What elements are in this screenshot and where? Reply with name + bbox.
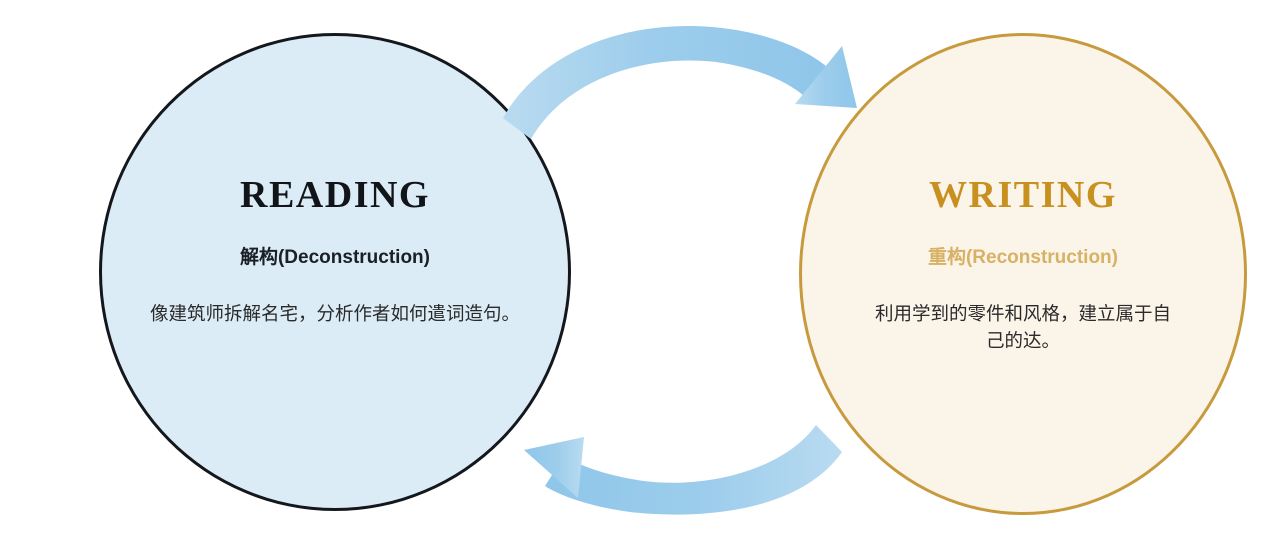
arrow-reading-to-writing-icon bbox=[503, 25, 857, 139]
node-reading-body: 像建筑师拆解名宅，分析作者如何遣词造句。 bbox=[149, 303, 520, 324]
arrow-writing-to-reading-icon bbox=[524, 425, 842, 515]
node-reading[interactable]: READING 解构(Deconstruction) 像建筑师拆解名宅，分析作者… bbox=[99, 33, 571, 511]
node-writing-content: WRITING 重构(Reconstruction) 利用学到的零件和风格，建立… bbox=[833, 176, 1213, 355]
node-reading-subtitle: 解构(Deconstruction) bbox=[239, 247, 430, 268]
node-writing[interactable]: WRITING 重构(Reconstruction) 利用学到的零件和风格，建立… bbox=[799, 33, 1247, 515]
node-reading-content: READING 解构(Deconstruction) 像建筑师拆解名宅，分析作者… bbox=[135, 176, 536, 328]
node-writing-body: 利用学到的零件和风格，建立属于自己的达。 bbox=[874, 303, 1171, 351]
node-writing-title: WRITING bbox=[929, 174, 1117, 216]
node-reading-title: READING bbox=[240, 174, 430, 216]
node-writing-subtitle: 重构(Reconstruction) bbox=[927, 247, 1118, 268]
